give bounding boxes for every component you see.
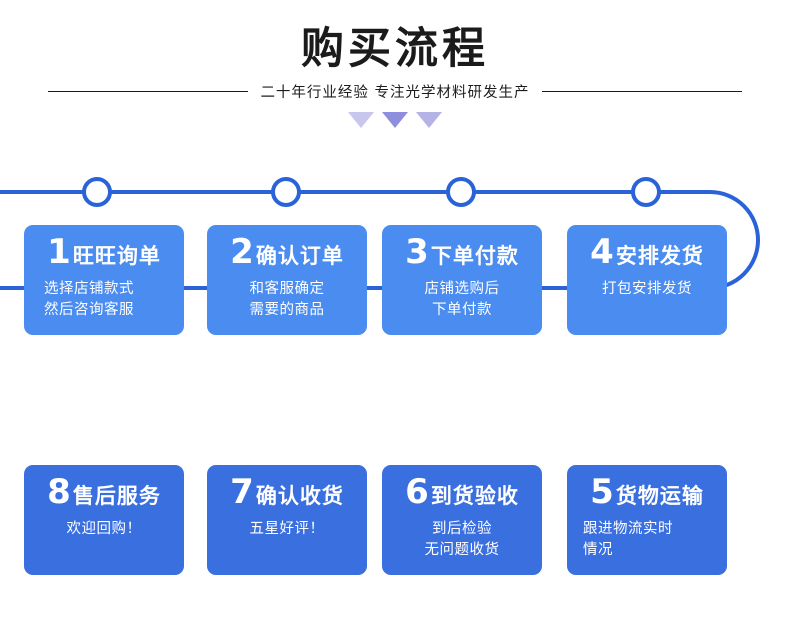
flow-card-3-head: 3 下单付款	[405, 235, 519, 269]
flow-card-6-title: 到货验收	[430, 484, 519, 508]
flow-card-4-number: 4	[590, 232, 614, 272]
flow-card-8[interactable]: 8 售后服务 欢迎回购！	[24, 465, 184, 575]
flow-card-4-head: 4 安排发货	[590, 235, 704, 269]
node-1	[82, 177, 112, 207]
flow-card-7-desc: 五星好评！	[249, 521, 325, 537]
flow-card-1[interactable]: 1 旺旺询单 选择店铺款式 然后咨询客服	[24, 225, 184, 335]
flow-card-4[interactable]: 4 安排发货 打包安排发货	[567, 225, 727, 335]
flow-card-2-head: 2 确认订单	[230, 235, 344, 269]
subtitle-row: 二十年行业经验 专注光学材料研发生产	[0, 80, 790, 102]
flow-card-7-head: 7 确认收货	[230, 475, 344, 509]
flow-card-2-desc: 和客服确定 需要的商品	[249, 281, 325, 318]
node-3	[446, 177, 476, 207]
header: 购买流程 二十年行业经验 专注光学材料研发生产	[0, 0, 790, 150]
flow-card-1-title: 旺旺询单	[72, 244, 161, 268]
flow-card-2-title: 确认订单	[255, 244, 344, 268]
subtitle-rule-right	[541, 90, 742, 92]
connector-path	[0, 190, 760, 290]
flow-card-6-number: 6	[405, 472, 429, 512]
flow-card-8-desc: 欢迎回购！	[66, 521, 142, 537]
flow-card-5-title: 货物运输	[615, 484, 704, 508]
flow-card-6[interactable]: 6 到货验收 到后检验 无问题收货	[382, 465, 542, 575]
triangle-1-icon	[348, 112, 374, 128]
flow-card-3-title: 下单付款	[430, 244, 519, 268]
flow-card-3[interactable]: 3 下单付款 店铺选购后 下单付款	[382, 225, 542, 335]
flow-card-7-number: 7	[230, 472, 254, 512]
flow-card-1-head: 1 旺旺询单	[47, 235, 161, 269]
flow-card-4-desc: 打包安排发货	[602, 281, 692, 297]
triangle-2-icon	[382, 112, 408, 128]
flow-card-8-head: 8 售后服务	[47, 475, 161, 509]
flow-card-2-number: 2	[230, 232, 254, 272]
triangle-3-icon	[416, 112, 442, 128]
flow-card-4-title: 安排发货	[615, 244, 704, 268]
node-2	[271, 177, 301, 207]
flow-card-5-head: 5 货物运输	[590, 475, 704, 509]
flow-card-1-number: 1	[47, 232, 71, 272]
node-4	[631, 177, 661, 207]
subtitle: 二十年行业经验 专注光学材料研发生产	[260, 84, 530, 101]
flow-card-7-title: 确认收货	[255, 484, 344, 508]
flow-card-6-desc: 到后检验 无问题收货	[424, 521, 500, 558]
flow-card-5[interactable]: 5 货物运输 跟进物流实时 情况	[567, 465, 727, 575]
subtitle-rule-left	[48, 90, 249, 92]
page-title: 购买流程	[301, 24, 489, 74]
flow-card-2[interactable]: 2 确认订单 和客服确定 需要的商品	[207, 225, 367, 335]
flow-card-3-desc: 店铺选购后 下单付款	[424, 281, 500, 318]
triangle-decoration	[0, 112, 790, 128]
flow-card-3-number: 3	[405, 232, 429, 272]
flow-card-5-number: 5	[590, 472, 614, 512]
flow-card-8-number: 8	[47, 472, 71, 512]
flow-card-8-title: 售后服务	[72, 484, 161, 508]
flow-card-1-desc: 选择店铺款式 然后咨询客服	[44, 281, 134, 318]
flow-card-7[interactable]: 7 确认收货 五星好评！	[207, 465, 367, 575]
flow-card-5-desc: 跟进物流实时 情况	[583, 521, 673, 558]
flow-card-6-head: 6 到货验收	[405, 475, 519, 509]
